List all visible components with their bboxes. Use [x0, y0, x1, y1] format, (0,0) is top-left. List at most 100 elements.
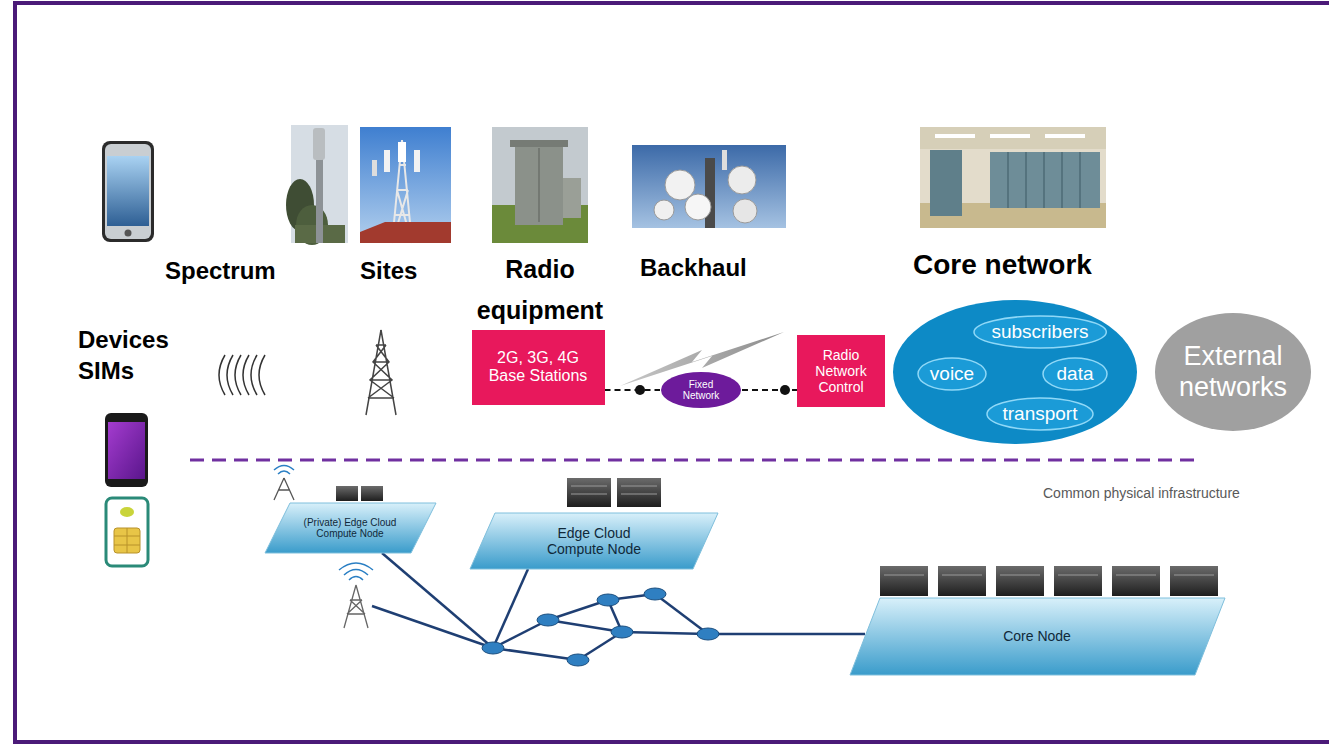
compute-node-plane: (Private) Edge Cloud Compute Node	[265, 503, 436, 553]
network-links	[493, 648, 578, 660]
data-center-photo	[935, 134, 975, 138]
small-tower-symbol	[344, 585, 368, 628]
column-heading-holder: Core network	[913, 248, 1092, 282]
cabinet-photo	[563, 178, 581, 218]
purple-phone	[108, 422, 145, 479]
sim-card	[106, 498, 148, 566]
sim-card	[114, 528, 140, 553]
small-tower-symbol	[274, 478, 294, 500]
column-heading: Radio equipment	[463, 249, 617, 331]
column-heading: Spectrum	[165, 256, 276, 286]
column-heading: Sites	[360, 256, 417, 286]
router-symbol	[611, 626, 633, 638]
dish-antenna-photo	[654, 200, 674, 220]
box-fill	[472, 330, 605, 405]
fixed-network-ellipse: Fixed Network	[660, 371, 742, 409]
dish-antenna-photo	[632, 145, 786, 228]
tower-photo	[360, 127, 451, 243]
radio-waves	[251, 355, 257, 395]
box-fill	[797, 335, 885, 407]
tower-photo	[360, 127, 451, 243]
ellipse-fill	[987, 398, 1093, 430]
router-symbol	[567, 654, 589, 666]
wifi-symbol	[339, 563, 373, 580]
server-rack	[361, 486, 383, 501]
node-text: (Private) Edge Cloud Compute Node	[302, 517, 399, 540]
node-text: Core Node	[1003, 628, 1071, 644]
data-center-photo	[990, 152, 1100, 208]
column-heading: Backhaul	[640, 253, 747, 283]
node-text: subscribers	[991, 321, 1088, 343]
network-links	[655, 594, 708, 634]
phone-photo	[125, 230, 132, 237]
slide-frame	[15, 3, 1329, 742]
data-center-photo	[1008, 152, 1080, 208]
router-symbol	[644, 588, 666, 600]
router-symbol	[537, 614, 559, 626]
plane-fill	[850, 598, 1225, 675]
dish-antenna-photo	[733, 199, 757, 223]
purple-phone	[105, 413, 148, 487]
cabinet-photo	[510, 140, 568, 147]
column-heading-holder: Radio equipment	[463, 249, 617, 331]
server-rack	[1170, 566, 1218, 596]
sim-card	[106, 498, 148, 566]
network-links	[622, 632, 708, 634]
phone-photo	[102, 141, 154, 242]
node-text: voice	[930, 363, 974, 385]
dish-antenna-photo	[728, 166, 756, 194]
radio-waves	[227, 355, 233, 395]
tower-photo	[414, 150, 420, 172]
tower-photo	[384, 150, 390, 172]
column-heading-holder: Devices SIMs	[78, 324, 190, 386]
router-symbol	[697, 628, 719, 640]
radio-waves	[219, 355, 265, 395]
phone-photo	[102, 141, 154, 242]
phone-photo	[105, 144, 151, 239]
data-center-photo	[920, 127, 1106, 149]
column-heading-holder: Sites	[360, 256, 417, 286]
core-function-ellipse: subscribers	[973, 315, 1107, 349]
ellipse-fill	[1155, 313, 1311, 431]
radio-waves	[235, 355, 241, 395]
network-links	[548, 620, 622, 632]
external-networks-ellipse: External networks	[1154, 312, 1312, 432]
core-network-ellipse	[893, 300, 1137, 444]
tower-symbol	[366, 330, 396, 415]
server-rack	[567, 478, 611, 507]
server-rack	[880, 566, 928, 596]
server-rack	[336, 486, 358, 501]
cabinet-photo	[538, 148, 540, 222]
compute-node-plane: Edge Cloud Compute Node	[470, 513, 718, 569]
server-rack	[938, 566, 986, 596]
network-links	[708, 633, 865, 636]
small-tower-symbol	[344, 585, 368, 628]
cabinet-photo	[492, 127, 588, 243]
core-function-ellipse: transport	[986, 397, 1094, 431]
server-rack	[1112, 566, 1160, 596]
plane-fill	[470, 513, 718, 569]
node-text: Edge Cloud Compute Node	[544, 525, 644, 557]
radio-network-control-box: Radio Network Control	[797, 335, 885, 407]
core-function-ellipse: voice	[917, 357, 987, 391]
ellipse-fill	[661, 372, 741, 408]
backhaul-link	[742, 389, 797, 391]
layer-divider	[190, 459, 1200, 462]
cabinet-photo	[515, 145, 563, 225]
node-text: 2G, 3G, 4G Base Stations	[486, 349, 591, 386]
router-symbol	[482, 642, 504, 654]
purple-phone	[105, 413, 148, 487]
wifi-symbol	[339, 563, 373, 580]
backhaul-link	[605, 389, 661, 391]
data-center-photo	[920, 127, 1106, 228]
radio-waves	[219, 355, 225, 395]
layer-caption: Common physical infrastructure	[1043, 484, 1240, 502]
server-rack	[617, 478, 661, 507]
data-center-photo	[990, 134, 1030, 138]
radio-waves	[259, 355, 265, 395]
data-center-photo	[920, 127, 1106, 228]
data-center-photo	[930, 150, 962, 216]
tower-photo	[372, 160, 377, 176]
